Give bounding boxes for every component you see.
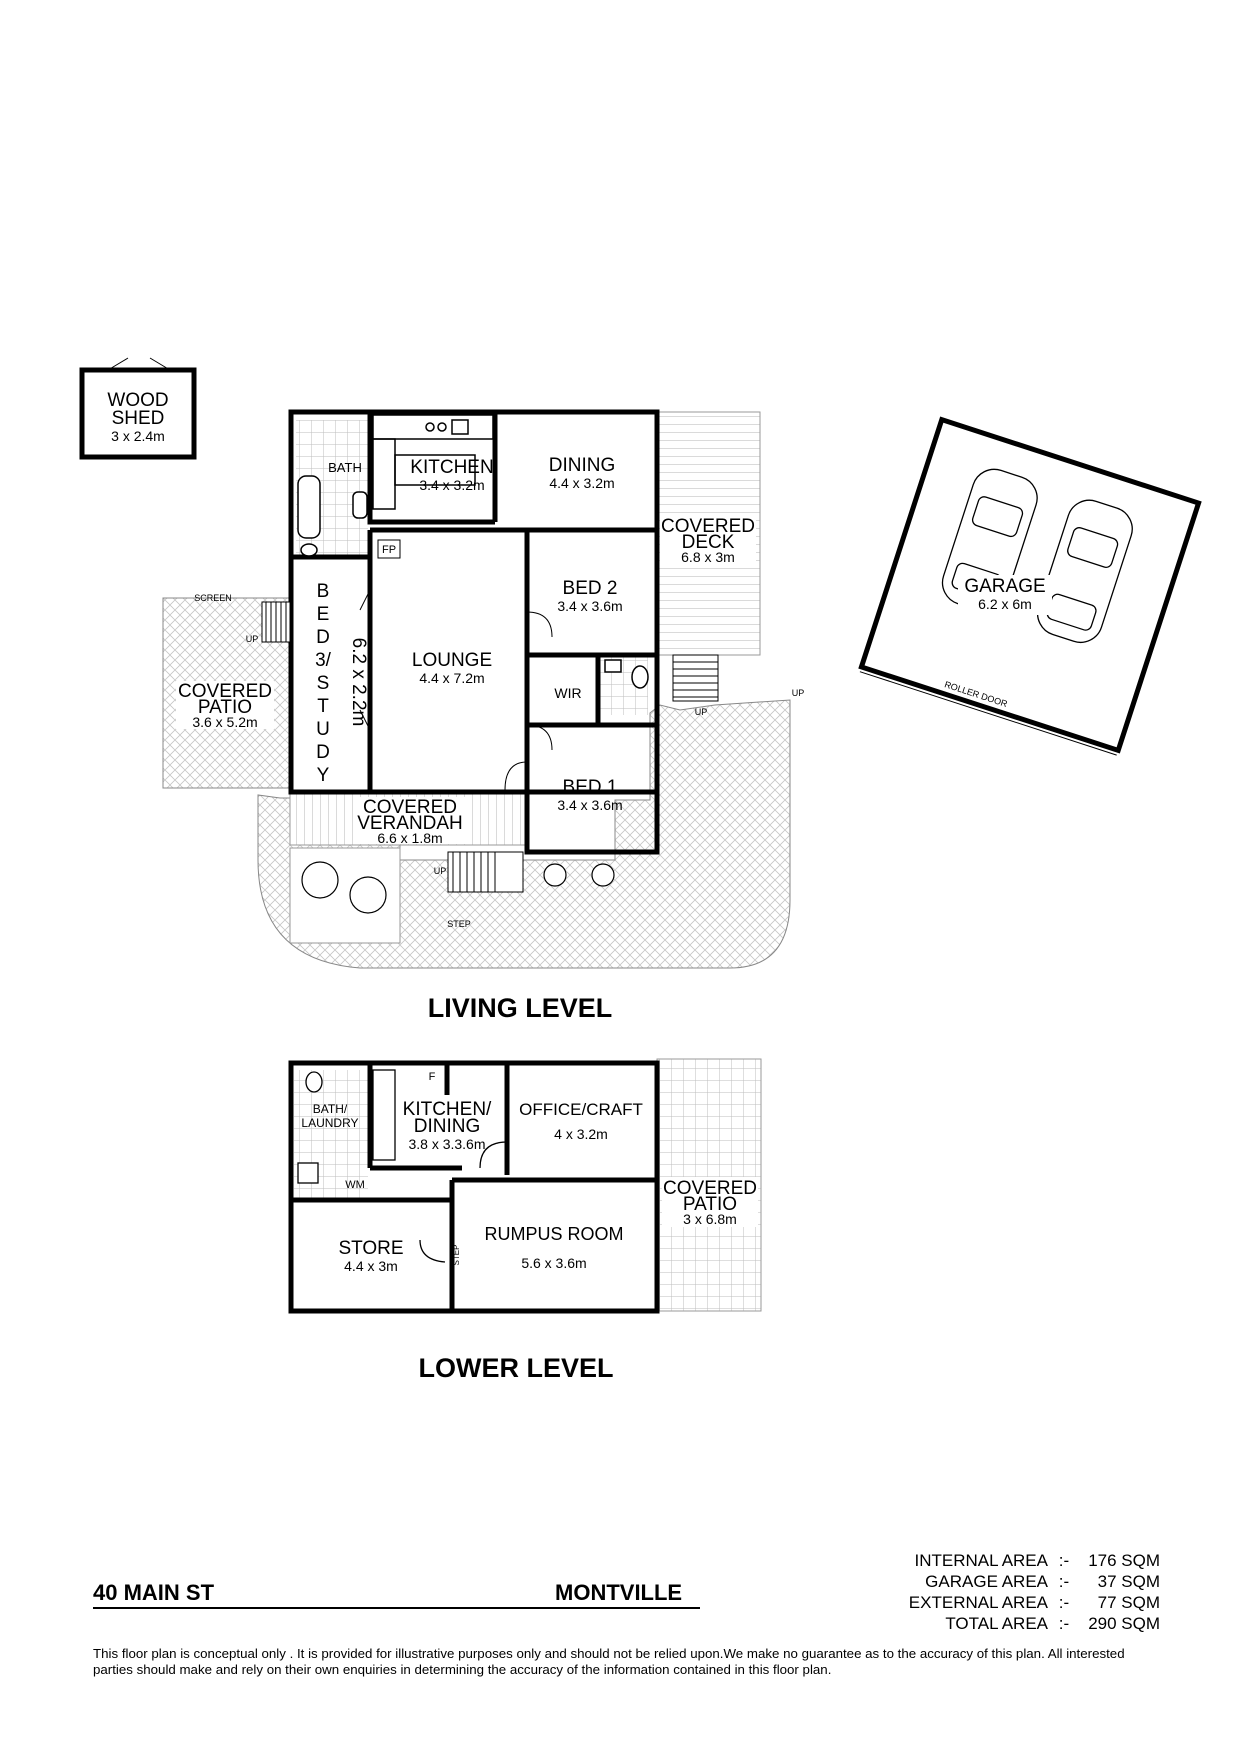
area-row-total: TOTAL AREA:-290 SQM <box>945 1614 1160 1633</box>
lounge-label: LOUNGE <box>412 650 492 671</box>
store-label: STORE <box>338 1238 403 1259</box>
wir-label: WIR <box>554 685 581 701</box>
dining-label: DINING <box>549 455 616 476</box>
wood-shed-label-2: SHED <box>112 408 165 429</box>
verandah-label-2: VERANDAH <box>357 813 463 834</box>
area-row-external: EXTERNAL AREA:-77 SQM <box>908 1593 1160 1612</box>
wood-shed-size: 3 x 2.4m <box>111 428 165 444</box>
svg-text:T: T <box>317 696 329 717</box>
area-summary: INTERNAL AREA:-176 SQM GARAGE AREA:-37 S… <box>840 1550 1160 1634</box>
address-label: 40 MAIN ST <box>93 1580 215 1605</box>
living-level-title: LIVING LEVEL <box>427 993 613 1023</box>
f-label: F <box>429 1071 436 1083</box>
ensuite-fixtures <box>604 659 649 689</box>
kitchen-label: KITCHEN <box>410 457 493 478</box>
office-craft-label: OFFICE/CRAFT <box>519 1100 643 1119</box>
up-deck-label: UP <box>695 707 708 717</box>
bath-label: BATH <box>328 460 362 475</box>
door-arcs <box>359 589 553 791</box>
svg-text:U: U <box>316 719 330 740</box>
svg-text:D: D <box>316 627 330 648</box>
kitchen-size: 3.4 x 3.2m <box>419 477 484 493</box>
living-walls <box>288 409 660 855</box>
kitchen-dining-label-1: KITCHEN/ <box>403 1099 492 1120</box>
store-size: 4.4 x 3m <box>344 1258 398 1274</box>
lower-step-label: STEP <box>452 1245 461 1266</box>
suburb-label: MONTVILLE <box>555 1580 683 1605</box>
stairs <box>261 601 719 893</box>
bath-laundry-label-1: BATH/ <box>313 1102 348 1116</box>
wood-shed-label-1: WOOD <box>107 390 168 411</box>
lounge-size: 4.4 x 7.2m <box>419 670 484 686</box>
dining-size: 4.4 x 3.2m <box>549 475 614 491</box>
rumpus-label: RUMPUS ROOM <box>485 1224 624 1244</box>
screen-label: SCREEN <box>194 593 232 603</box>
verandah-label-1: COVERED <box>363 797 457 818</box>
kitchen-dining-size: 3.8 x 3.3.6m <box>408 1136 485 1152</box>
bed1-size: 3.4 x 3.6m <box>557 797 622 813</box>
svg-text:S: S <box>317 673 330 694</box>
bath-fixtures <box>297 475 368 557</box>
bed2-size: 3.4 x 3.6m <box>557 598 622 614</box>
lower-level-title: LOWER LEVEL <box>418 1353 614 1383</box>
verandah-size: 6.6 x 1.8m <box>377 830 442 846</box>
covered-patio-label-1: COVERED <box>178 681 272 702</box>
svg-text:E: E <box>317 604 330 625</box>
wood-shed-doors <box>107 357 171 371</box>
covered-deck-size: 6.8 x 3m <box>681 549 735 565</box>
bed2-label: BED 2 <box>563 578 618 599</box>
up-path-label: UP <box>792 688 805 698</box>
area-row-internal: INTERNAL AREA:-176 SQM <box>914 1551 1160 1570</box>
kitchen-bench <box>372 414 494 510</box>
area-row-garage: GARAGE AREA:-37 SQM <box>925 1572 1160 1591</box>
bed1-label: BED 1 <box>563 777 618 798</box>
garage-label: GARAGE <box>964 576 1045 597</box>
lower-patio-label-2: PATIO <box>683 1194 737 1215</box>
lower-walls <box>288 1060 660 1314</box>
shrubs <box>301 861 615 914</box>
rumpus-size: 5.6 x 3.6m <box>521 1255 586 1271</box>
bed3-letters: B E D 3/ S T U D Y <box>315 581 332 786</box>
bed3-size: 6.2 x 2.2m <box>348 638 369 727</box>
covered-deck-label-2: DECK <box>682 532 735 553</box>
bath-laundry-label-2: LAUNDRY <box>301 1116 358 1130</box>
fp-label: FP <box>382 544 396 556</box>
covered-deck-label-1: COVERED <box>661 516 755 537</box>
covered-patio-size: 3.6 x 5.2m <box>192 714 257 730</box>
kitchen-dining-label-2: DINING <box>414 1116 481 1137</box>
lower-patio-label-1: COVERED <box>663 1178 757 1199</box>
footer-rule <box>93 1607 700 1609</box>
wm-label: WM <box>345 1179 365 1191</box>
svg-text:B: B <box>317 581 330 602</box>
step-label: STEP <box>447 919 471 929</box>
svg-text:3/: 3/ <box>315 650 332 671</box>
lower-patio-size: 3 x 6.8m <box>683 1211 737 1227</box>
svg-text:Y: Y <box>317 765 330 786</box>
disclaimer-text: This floor plan is conceptual only . It … <box>93 1646 1125 1677</box>
office-craft-size: 4 x 3.2m <box>554 1126 608 1142</box>
up-patio-label: UP <box>246 634 259 644</box>
wood-shed-walls <box>79 367 197 460</box>
covered-patio-label-2: PATIO <box>198 697 252 718</box>
svg-text:D: D <box>316 742 330 763</box>
lower-fixtures <box>297 1069 508 1263</box>
up-verandah-label: UP <box>434 866 447 876</box>
garage-size: 6.2 x 6m <box>978 596 1032 612</box>
